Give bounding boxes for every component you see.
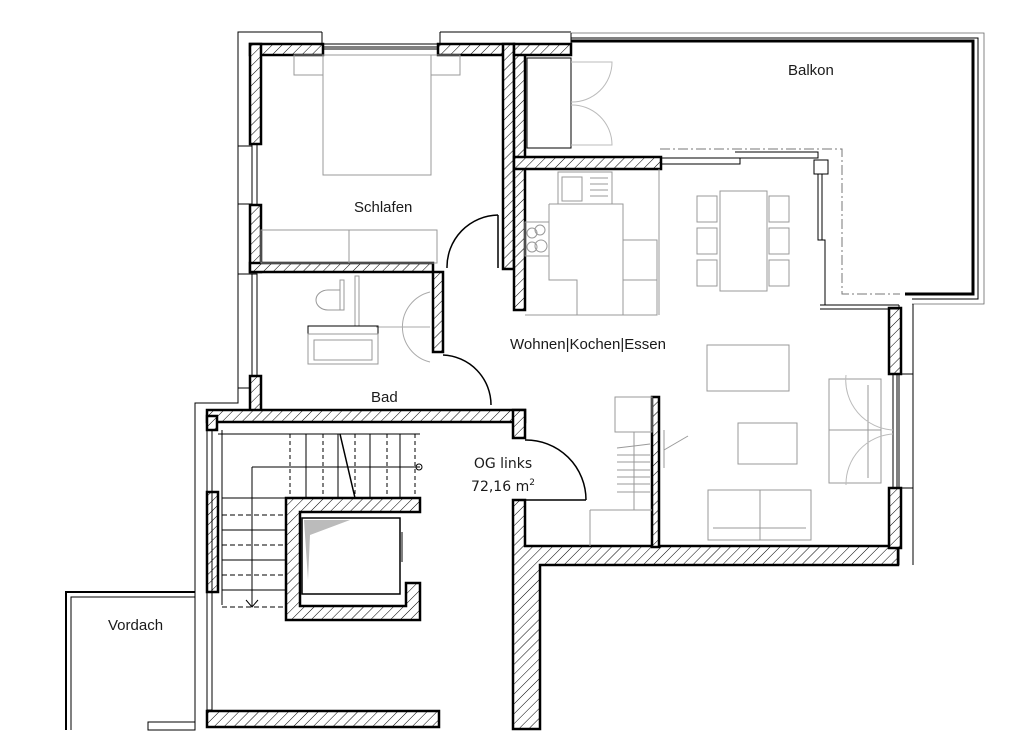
balcony bbox=[526, 32, 985, 305]
canopy bbox=[65, 591, 196, 731]
room-label-wohnen-kochen-essen: Wohnen|Kochen|Essen bbox=[510, 336, 666, 353]
unit-area: 72,16 m2 bbox=[458, 474, 548, 497]
room-label-schlafen: Schlafen bbox=[354, 199, 413, 216]
door-swings bbox=[442, 214, 587, 501]
windows bbox=[206, 43, 899, 711]
unit-area-label: OG links 72,16 m2 bbox=[458, 455, 548, 497]
furniture bbox=[260, 54, 894, 546]
unit-area-exponent: 2 bbox=[529, 478, 535, 488]
unit-area-value: 72,16 m bbox=[471, 479, 530, 495]
walls bbox=[205, 42, 903, 731]
staircase bbox=[218, 430, 423, 608]
room-label-balkon: Balkon bbox=[788, 62, 834, 79]
room-label-vordach: Vordach bbox=[108, 617, 164, 634]
unit-name: OG links bbox=[473, 456, 533, 472]
bath-door bbox=[376, 291, 431, 363]
facade-lines bbox=[194, 31, 914, 730]
room-label-bad: Bad bbox=[371, 389, 398, 406]
